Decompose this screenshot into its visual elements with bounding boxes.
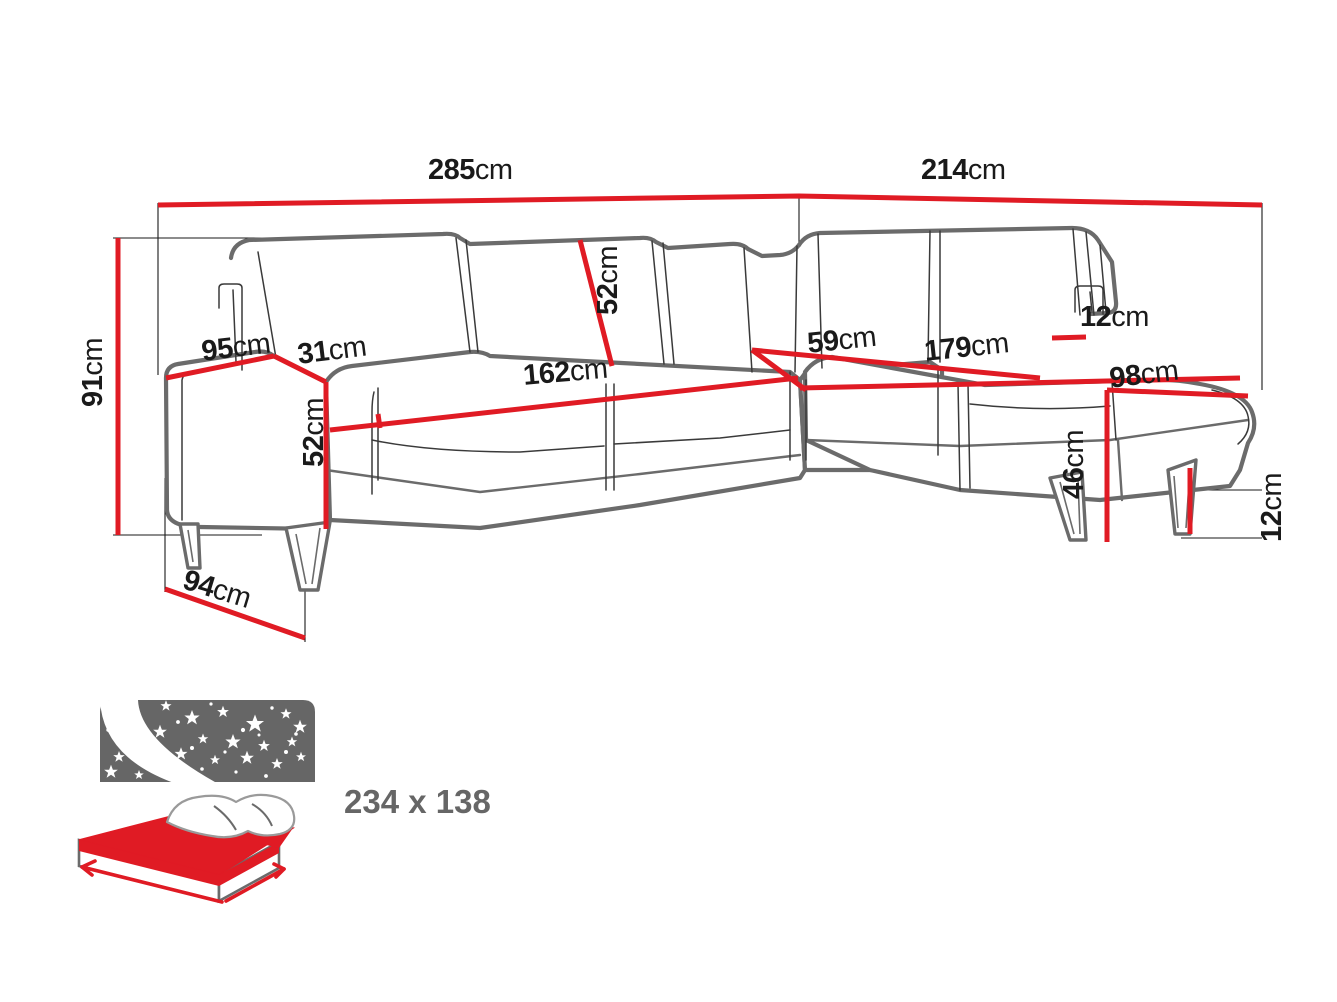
dimension-value: 46	[1058, 467, 1090, 499]
sofa-outline	[163, 225, 1257, 532]
dimension-label-overall-width-right: 214cm	[921, 156, 1006, 185]
dimension-value: 285	[428, 154, 475, 186]
dimension-value: 214	[921, 154, 968, 186]
dimension-unit: cm	[1138, 354, 1181, 391]
dimension-value: 52	[592, 283, 624, 315]
moon-swoosh-icon	[100, 700, 250, 782]
dimension-unit: cm	[969, 327, 1011, 363]
dimension-label-backrest-thickness: 12cm	[1080, 303, 1149, 332]
dimension-value: 12	[1256, 510, 1288, 542]
sleeping-area-label: 234 x 138	[344, 783, 491, 820]
dimension-value: 162	[521, 355, 572, 392]
dimension-value: 12	[1080, 301, 1112, 333]
dimension-value: 98	[1107, 359, 1143, 395]
dimension-unit: cm	[298, 398, 330, 436]
stars-group	[104, 700, 307, 779]
dimension-unit: cm	[474, 154, 513, 186]
sofa-detail-lines	[181, 228, 1250, 521]
dimension-unit: cm	[1058, 430, 1090, 468]
dimension-unit: cm	[836, 320, 878, 357]
dimension-label-overall-height: 91cm	[77, 338, 109, 407]
dimension-label-leg-height: 12cm	[1256, 473, 1288, 542]
dimension-label-corner-seat-depth: 59cm	[805, 320, 878, 360]
dimension-unit: cm	[1256, 473, 1288, 511]
dimension-value: 179	[922, 331, 973, 368]
dimension-unit: cm	[967, 154, 1006, 186]
dimension-value: 52	[298, 435, 330, 467]
dimension-label-armrest-height: 52cm	[298, 398, 330, 467]
pillow-folds	[213, 803, 273, 831]
pillows-icon	[165, 793, 296, 839]
mattress-lip-right	[219, 842, 279, 886]
dimension-value: 31	[295, 335, 331, 371]
dimension-unit: cm	[1111, 301, 1149, 333]
dimension-label-backrest-height: 52cm	[592, 246, 624, 315]
dimension-unit: cm	[326, 330, 369, 367]
dimension-unit: cm	[592, 246, 624, 284]
dimension-label-seat-height: 46cm	[1058, 430, 1090, 499]
dimension-unit: cm	[77, 338, 109, 376]
dimension-value: 59	[805, 324, 841, 360]
bed-with-stars-icon	[77, 700, 315, 904]
dimension-unit: cm	[230, 327, 273, 364]
dimension-value: 91	[77, 375, 109, 407]
dimension-label-overall-width-left: 285cm	[428, 156, 513, 185]
dimension-unit: cm	[568, 352, 609, 388]
dimension-lines	[115, 193, 1263, 641]
dimension-value: 95	[199, 332, 235, 368]
mattress-lip-left	[79, 840, 219, 886]
dimension-label-seat-width-left: 162cm	[521, 352, 609, 392]
mattress-dimension-arrows	[80, 859, 286, 904]
